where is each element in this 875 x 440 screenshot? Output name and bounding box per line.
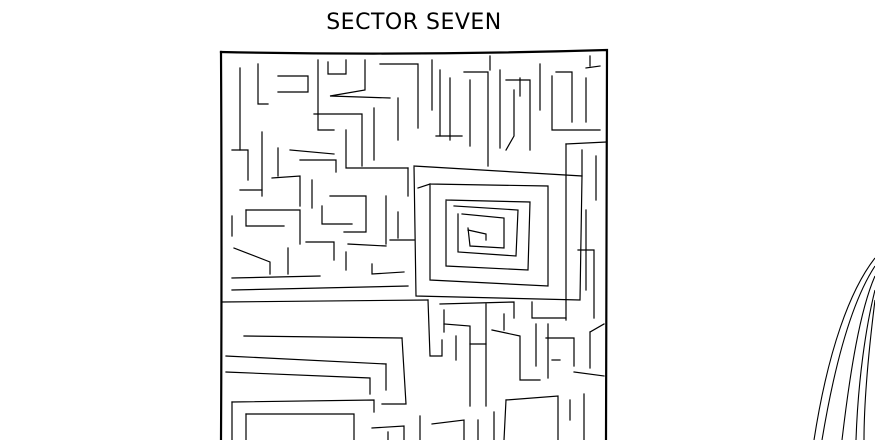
maze-walls-lower-left [221, 299, 465, 440]
maze-walls-upper-left [231, 59, 419, 291]
maze-outer-wall [219, 50, 223, 440]
maze-walls-lower-right [439, 301, 605, 440]
maze-spiral [413, 165, 583, 301]
sketch-line [863, 299, 875, 440]
sketch-line [855, 289, 875, 440]
maze-walls-upper-right [431, 55, 607, 321]
sketch-line [821, 265, 875, 440]
sketch-line [841, 275, 875, 440]
page-title: SECTOR SEVEN [326, 10, 502, 35]
maze-outer-wall [219, 48, 609, 440]
sketch-line [813, 257, 875, 440]
